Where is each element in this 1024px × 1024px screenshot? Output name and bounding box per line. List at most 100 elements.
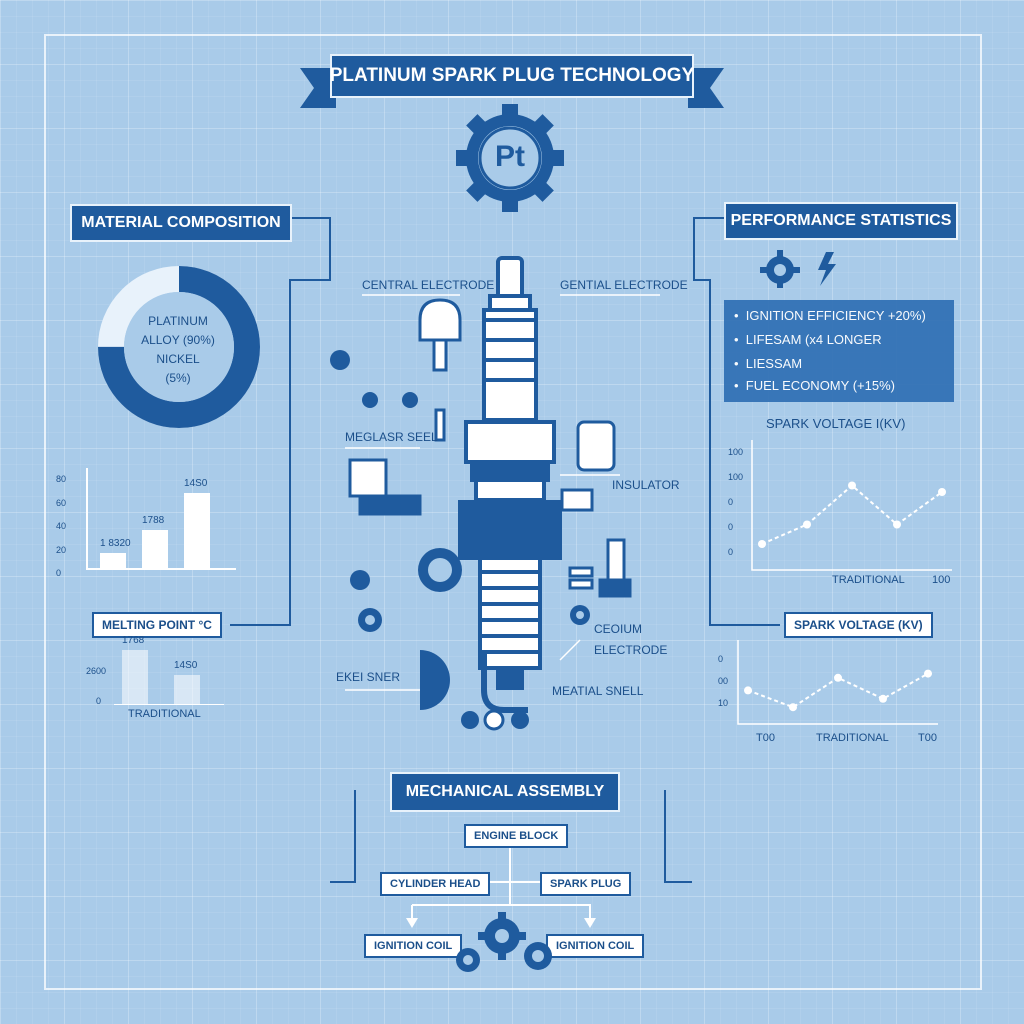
label-bottom-left: EKEI SNER <box>336 670 401 684</box>
composition-donut <box>98 266 260 428</box>
label-gential-electrode: GENTIAL ELECTRODE <box>560 278 688 292</box>
ytick: 80 <box>56 474 67 484</box>
melting-bar-label: 1 8320 <box>100 538 131 549</box>
ytick: 0 <box>728 522 734 532</box>
line-point <box>848 481 856 490</box>
line-point <box>744 686 752 695</box>
melting-bar <box>174 675 200 704</box>
assembly-heading: MECHANICAL ASSEMBLY <box>390 772 620 812</box>
spark2-xlabel: TRADITIONAL <box>816 732 889 744</box>
melting-bar <box>142 530 168 568</box>
line-point <box>938 488 946 496</box>
label-metal-shell-2: MEATIAL SNELL <box>552 684 644 698</box>
melting-bar-label: 1768 <box>122 634 145 646</box>
ignition-coil-right-box: IGNITION COIL <box>546 934 645 958</box>
melting-point-label: MELTING POINT °C <box>92 612 222 638</box>
melting-bar-label: 14S0 <box>174 660 198 672</box>
perf-item: • IGNITION EFFICIENCY +20%) <box>734 308 926 323</box>
perf-item: • FUEL ECONOMY (+15%) <box>734 378 895 393</box>
blueprint-frame <box>44 34 982 990</box>
line-point <box>803 520 811 529</box>
material-heading: MATERIAL COMPOSITION <box>70 204 292 242</box>
melting-chart: 80 60 40 20 0 1 8320 1788 14S0 <box>56 468 236 578</box>
label-metal-shell: MEGLASR SEEL <box>345 430 438 444</box>
ytick: 0 <box>728 497 734 507</box>
ytick: 100 <box>728 472 744 482</box>
ytick: 20 <box>56 544 67 555</box>
perf-item-text: FUEL ECONOMY (+15%) <box>745 378 895 393</box>
line-point <box>924 669 932 678</box>
spark-plug-box: SPARK PLUG <box>540 872 632 896</box>
melting-yticks: 80 60 40 20 0 <box>56 468 66 586</box>
line-point <box>893 520 901 529</box>
ytick: 40 <box>56 521 67 531</box>
melting-bar-label: 1788 <box>142 515 165 526</box>
ytick: 0 <box>56 568 62 578</box>
spark1-plot <box>751 440 952 571</box>
label-insulator: INSULATOR <box>612 478 680 492</box>
label-electrode: ELECTRODE <box>594 643 668 657</box>
performance-heading: PERFORMANCE STATISTICS <box>724 202 958 240</box>
performance-list: • IGNITION EFFICIENCY +20%) • LIFESAM (x… <box>724 300 954 402</box>
line-point <box>789 703 797 712</box>
spark-chart-1: 100 100 0 0 0 TRADITIONAL 100 <box>728 440 958 590</box>
spark2-xleft: T00 <box>756 732 775 744</box>
ytick: 60 <box>56 497 67 508</box>
logo-text: Pt <box>495 140 525 173</box>
platinum-gear-icon <box>456 104 564 212</box>
line-point <box>834 673 842 682</box>
small-ytick: 2600 <box>86 666 107 676</box>
gear-lightning-icon <box>760 250 836 288</box>
small-bars: 1768 14S0 <box>116 635 224 704</box>
melting-bars: 1 8320 1788 14S0 <box>88 468 236 568</box>
donut-label-2: ALLOY (90%) <box>141 333 215 347</box>
ytick: 10 <box>718 698 729 708</box>
spark-chart-2: 0 00 10 T00 TRADITIONAL T00 <box>718 640 958 750</box>
donut-label-1: PLATINUM <box>148 314 208 328</box>
perf-item-text: LIFESAM (x4 LONGER <box>745 332 882 347</box>
small-baseline <box>114 704 224 705</box>
small-xlabel: TRADITIONAL <box>128 708 201 720</box>
perf-item-text: LIESSAM <box>745 356 803 371</box>
perf-item: • LIFESAM (x4 LONGER <box>734 332 882 347</box>
donut-labels: PLATINUM ALLOY (90%) NICKEL (5%) <box>118 312 238 388</box>
line-point <box>758 540 766 548</box>
line-series <box>761 484 943 545</box>
line-axis <box>751 440 952 571</box>
spark-plug-illustration <box>330 256 632 731</box>
spark1-xright: 100 <box>932 574 951 586</box>
assembly-gears-icon <box>456 912 552 972</box>
ytick: 0 <box>728 547 734 557</box>
melting-bar-label: 14S0 <box>184 478 208 489</box>
ignition-coil-left-box: IGNITION COIL <box>364 934 463 958</box>
line-point <box>879 694 887 703</box>
donut-label-3: NICKEL <box>156 352 200 366</box>
melting-axis <box>86 468 88 568</box>
donut-label-4: (5%) <box>165 371 191 385</box>
ytick: 100 <box>728 447 744 457</box>
spark2-xright: T00 <box>918 732 937 744</box>
melting-bar <box>122 649 148 704</box>
spark-voltage-title-2: SPARK VOLTAGE (kV) <box>784 612 933 638</box>
label-ceramic: CEOIUM <box>594 622 642 636</box>
ytick: 00 <box>718 676 729 686</box>
line-axis <box>737 640 938 725</box>
cylinder-head-box: CYLINDER HEAD <box>380 872 491 896</box>
ytick: 0 <box>718 654 724 664</box>
perf-item: • LIESSAM <box>734 356 803 371</box>
small-ytick-zero: 0 <box>96 696 102 706</box>
spark-voltage-title-1: SPARK VOLTAGE I(kV) <box>766 416 906 431</box>
engine-block-box: ENGINE BLOCK <box>464 824 569 848</box>
title-banner: PLATINUM SPARK PLUG TECHNOLOGY <box>330 54 694 98</box>
melting-baseline <box>86 568 236 570</box>
melting-bar <box>100 553 126 568</box>
melting-chart-small: 2600 0 1768 14S0 TRADITIONAL <box>86 635 226 720</box>
spark2-plot <box>737 640 938 725</box>
melting-bar <box>184 493 210 568</box>
spark1-yticks: 100 100 0 0 0 <box>728 440 743 565</box>
perf-item-text: IGNITION EFFICIENCY +20%) <box>745 308 926 323</box>
label-central-electrode: CENTRAL ELECTRODE <box>362 278 495 292</box>
spark1-xlabel: TRADITIONAL <box>832 574 905 586</box>
spark2-yticks: 0 00 10 <box>718 648 728 714</box>
